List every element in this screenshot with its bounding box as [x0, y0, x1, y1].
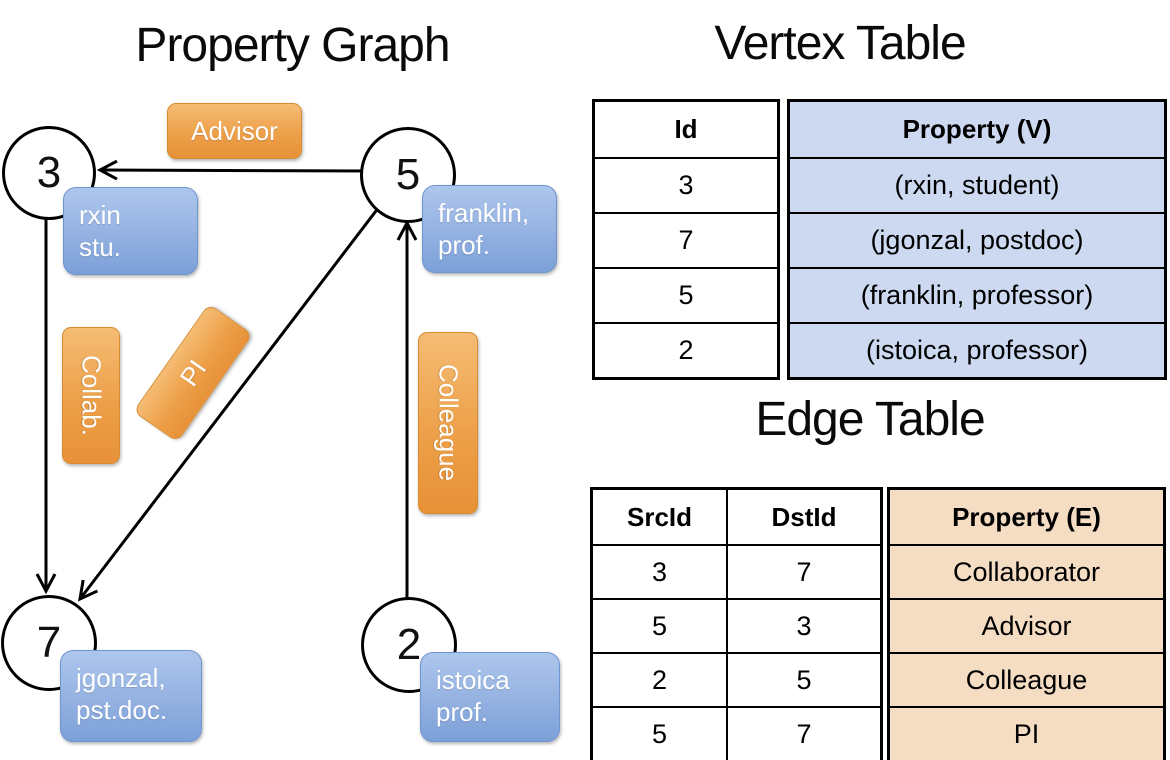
vertex-property-line: franklin,	[438, 198, 530, 228]
table-cell: Colleague	[890, 652, 1163, 706]
edge-label-advisor: Advisor	[167, 103, 302, 159]
table-cell: (istoica, professor)	[790, 322, 1164, 377]
vertex-circle-2: 2	[361, 597, 457, 693]
edge-label-colleague: Colleague	[418, 332, 478, 514]
vertex-id: 5	[395, 150, 421, 199]
vertex-property-line: rxin	[79, 200, 121, 230]
table-cell: 5	[595, 267, 777, 322]
table-cell: 5	[726, 652, 880, 706]
vertex-property-line: stu.	[79, 232, 121, 262]
vertex-property-line: prof.	[438, 230, 491, 260]
table-cell: 5	[593, 706, 726, 760]
table-cell: Advisor	[890, 598, 1163, 652]
table-cell: (rxin, student)	[790, 157, 1164, 212]
edge-5-to-7-arrow	[78, 202, 384, 602]
edge-table-title: Edge Table	[755, 393, 985, 446]
edge-5-to-3-arrow	[96, 159, 373, 181]
vertex-property-line: istoica	[436, 665, 510, 695]
table-cell: 2	[593, 652, 726, 706]
table-cell: 2	[595, 322, 777, 377]
edge-table-header-srcid: SrcId	[626, 501, 693, 532]
vertex-property-box-3: rxin stu.	[63, 187, 198, 275]
vertex-id: 2	[396, 620, 422, 669]
table-cell: 3	[593, 544, 726, 598]
vertex-property-line: prof.	[436, 697, 489, 727]
table-cell: 3	[595, 157, 777, 212]
vertex-table-title: Vertex Table	[714, 17, 966, 70]
table-cell: Collaborator	[890, 544, 1163, 598]
vertex-property-line: pst.doc.	[76, 695, 168, 725]
table-cell: 7	[595, 212, 777, 267]
vertex-property-box-5: franklin, prof.	[422, 185, 557, 273]
vertex-table-property-column: Property (V) (rxin, student) (jgonzal, p…	[787, 99, 1167, 380]
table-cell: (jgonzal, postdoc)	[790, 212, 1164, 267]
vertex-id: 7	[36, 618, 62, 667]
table-cell: (franklin, professor)	[790, 267, 1164, 322]
table-cell: PI	[890, 706, 1163, 760]
vertex-property-line: jgonzal,	[76, 663, 166, 693]
property-graph-title: Property Graph	[135, 19, 450, 72]
vertex-property-box-7: jgonzal, pst.doc.	[60, 650, 202, 742]
edge-table-property-column: Property (E) Collaborator Advisor Collea…	[887, 487, 1166, 760]
table-cell: 7	[726, 544, 880, 598]
table-cell: 7	[726, 706, 880, 760]
table-cell: 3	[726, 598, 880, 652]
edge-table-id-columns: SrcId DstId 3 7 5 3 2 5 5 7	[590, 487, 883, 760]
vertex-table-header-property: Property (V)	[790, 102, 1164, 157]
vertex-table-header-id: Id	[674, 114, 698, 144]
vertex-id: 3	[36, 148, 62, 197]
graph-edges-layer	[35, 159, 418, 605]
edge-table-header-dstid: DstId	[726, 490, 880, 544]
table-cell: 5	[593, 598, 726, 652]
edge-table-header-property: Property (E)	[890, 490, 1163, 544]
edge-label-collab: Collab.	[62, 327, 120, 464]
vertex-property-box-2: istoica prof.	[420, 652, 560, 742]
vertex-table-id-column: Id 3 7 5 2	[592, 99, 780, 380]
